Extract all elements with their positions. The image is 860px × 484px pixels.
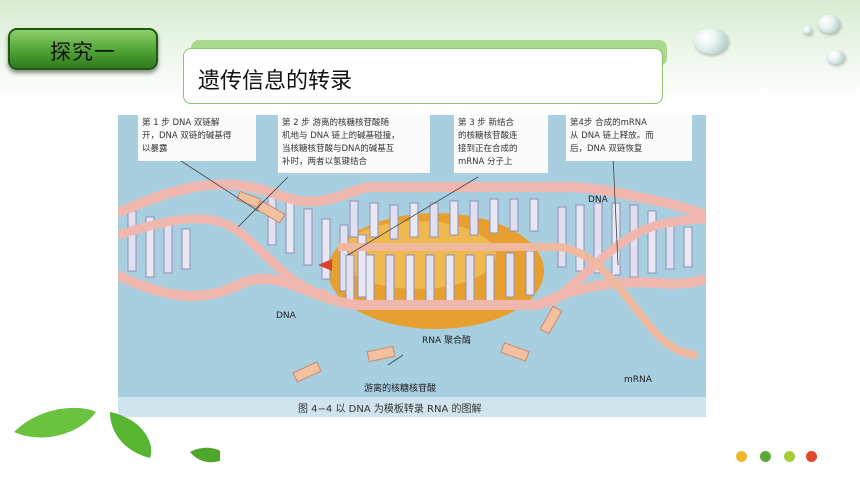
rna-polymerase-highlight <box>340 221 496 289</box>
step-2-note: 第 2 步 游离的核糖核苷酸随 机地与 DNA 链上的碱基碰撞， 当核糖核苷酸与… <box>278 115 430 173</box>
water-drop-decoration <box>827 50 845 64</box>
section-badge-label: 探究一 <box>50 40 116 64</box>
dna-strand-bottom <box>118 270 706 310</box>
dna-label-left: DNA <box>276 311 296 321</box>
base-pairs <box>127 194 693 302</box>
dna-helix-drawing <box>118 154 706 383</box>
mrna-strand <box>338 243 699 359</box>
transcription-diagram: 第 1 步 DNA 双链解 开，DNA 双链的碱基得 以暴露 第 2 步 游离的… <box>118 115 706 417</box>
step-1-note: 第 1 步 DNA 双链解 开，DNA 双链的碱基得 以暴露 <box>138 115 256 161</box>
water-drop-decoration <box>803 26 812 34</box>
leaf-decoration <box>14 407 220 463</box>
step-4-note: 第4步 合成的mRNA 从 DNA 链上释放。而 后，DNA 双链恢复 <box>566 115 692 161</box>
dna-strand-cross-right <box>545 214 706 309</box>
decor-dot-red <box>806 451 817 462</box>
decor-dot-green <box>760 451 771 462</box>
rna-polymerase-label: RNA 聚合酶 <box>422 336 472 346</box>
free-nucleotides <box>236 190 563 383</box>
water-drop-decoration <box>694 28 728 54</box>
leaf-icon <box>14 407 96 438</box>
dna-strand-top <box>118 179 706 220</box>
water-drop-decoration <box>818 15 840 33</box>
callout-lines <box>177 154 619 366</box>
free-nucleotides-label: 游离的核糖核苷酸 <box>364 384 437 394</box>
direction-arrow <box>318 259 332 271</box>
mrna-label: mRNA <box>624 375 652 385</box>
figure-caption: 图 4−4 以 DNA 为模板转录 RNA 的图解 <box>298 404 482 415</box>
section-badge: 探究一 <box>8 28 158 70</box>
decor-dot-yellow <box>736 451 747 462</box>
dna-strand-cross <box>118 214 329 300</box>
step-3-note: 第 3 步 新结合 的核糖核苷酸连 接到正在合成的 mRNA 分子上 <box>454 115 548 173</box>
leaf-icon <box>110 412 152 458</box>
dna-label-right: DNA <box>588 195 608 205</box>
slide-title-box: 遗传信息的转录 <box>183 40 667 104</box>
figure-caption-bar: 图 4−4 以 DNA 为模板转录 RNA 的图解 <box>118 397 706 417</box>
slide-title: 遗传信息的转录 <box>198 69 353 94</box>
decor-dot-lime <box>784 451 795 462</box>
leaf-icon <box>190 447 220 463</box>
title-box-panel: 遗传信息的转录 <box>183 48 663 104</box>
